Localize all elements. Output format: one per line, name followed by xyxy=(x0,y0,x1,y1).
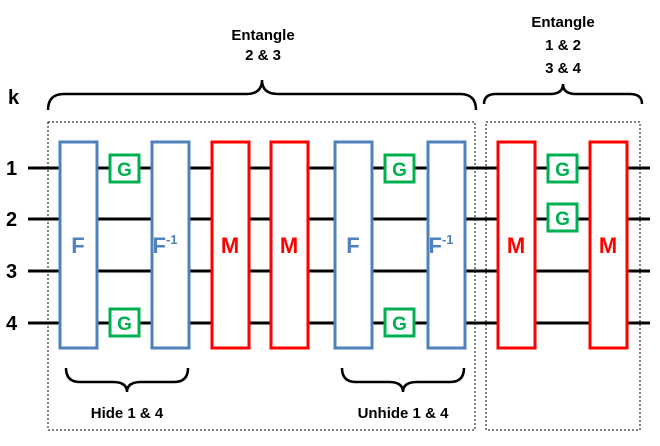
top-brace-left xyxy=(46,79,478,111)
gate-G-6: G xyxy=(546,202,579,233)
top-brace-left-label-line1: Entangle xyxy=(231,27,294,44)
gate-F-2: F xyxy=(333,140,374,350)
gate-F-1: F xyxy=(58,140,99,350)
top-brace-right-label-line3: 3 & 4 xyxy=(545,60,582,77)
axis-label-k: k xyxy=(8,87,20,109)
row-label-4: 4 xyxy=(6,313,18,335)
gate-M-1-label: M xyxy=(221,233,239,258)
row-label-1: 1 xyxy=(6,158,17,180)
gate-G-1: G xyxy=(108,153,141,184)
gate-G-4-label: G xyxy=(392,314,407,335)
gate-G-2: G xyxy=(108,307,141,338)
row-label-2: 2 xyxy=(6,209,17,231)
bottom-brace-right xyxy=(340,367,466,393)
gate-F-inverse-2: F-1 xyxy=(426,140,467,350)
top-brace-right xyxy=(482,83,644,105)
bottom-brace-left-label: Hide 1 & 4 xyxy=(91,405,164,422)
gate-M-4: M xyxy=(588,140,629,350)
gate-F-inverse-2-label: F-1 xyxy=(428,232,453,258)
gate-F-1-label: F xyxy=(71,233,84,258)
gate-F-inverse-1-label: F-1 xyxy=(152,232,177,258)
row-label-3: 3 xyxy=(6,261,17,283)
section-box-left xyxy=(47,121,476,431)
gate-M-2-label: M xyxy=(280,233,298,258)
gate-M-3: M xyxy=(496,140,537,350)
gate-M-3-label: M xyxy=(507,233,525,258)
gate-M-1: M xyxy=(210,140,251,350)
gate-F-2-label: F xyxy=(346,233,359,258)
gate-G-5-label: G xyxy=(555,160,570,181)
top-brace-right-label-line1: Entangle xyxy=(531,14,594,31)
gate-G-3: G xyxy=(383,153,416,184)
gate-G-3-label: G xyxy=(392,160,407,181)
bottom-brace-right-label: Unhide 1 & 4 xyxy=(358,405,450,422)
top-brace-left-label-line2: 2 & 3 xyxy=(245,47,281,64)
gate-G-5: G xyxy=(546,153,579,184)
gate-M-4-label: M xyxy=(599,233,617,258)
bottom-brace-left xyxy=(64,367,190,393)
gate-G-6-label: G xyxy=(555,209,570,230)
gate-F-inverse-1: F-1 xyxy=(150,140,191,350)
top-brace-right-label-line2: 1 & 2 xyxy=(545,37,581,54)
gate-G-1-label: G xyxy=(117,160,132,181)
gate-M-2: M xyxy=(269,140,310,350)
section-box-right xyxy=(485,121,641,431)
gate-G-4: G xyxy=(383,307,416,338)
gate-G-2-label: G xyxy=(117,314,132,335)
